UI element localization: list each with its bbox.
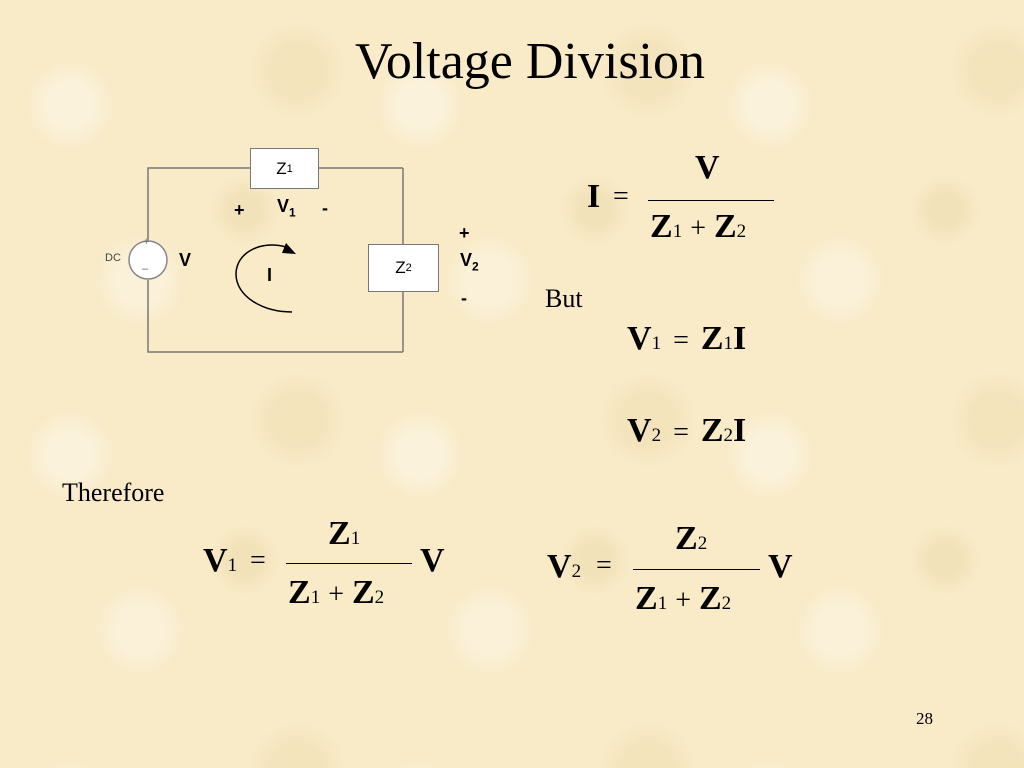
eq5-numerator: Z2 [675, 520, 708, 557]
eq5-lhs: V2 [547, 548, 582, 585]
eq1-lhs-i: I [587, 178, 601, 215]
eq1-denominator: Z1 + Z2 [650, 208, 747, 245]
eq4-fraction-bar [286, 563, 412, 564]
v1-plus: + [234, 200, 245, 220]
top-wire [147, 167, 250, 242]
eq4-numerator: Z1 [328, 515, 361, 552]
eq4-equals: = [250, 545, 266, 576]
eq5-equals: = [596, 550, 612, 581]
bottom-wire [147, 280, 403, 353]
dc-source-circle [128, 240, 168, 280]
z1-sub: 1 [286, 162, 293, 175]
current-arrow-head [282, 243, 296, 254]
eq5-denominator: Z1 + Z2 [635, 580, 732, 617]
dc-label: DC [105, 252, 121, 264]
source-voltage-label: V [179, 250, 192, 270]
z1-label: Z [276, 158, 287, 178]
v2-label: V2 [460, 250, 479, 274]
current-loop-arrow [235, 244, 293, 313]
eq4-rhs-v: V [420, 542, 445, 579]
v1-label: V1 [277, 196, 296, 220]
source-minus: – [142, 263, 149, 275]
eq1-equals: = [613, 181, 629, 212]
v1-minus: - [322, 198, 328, 218]
eq3: V2 = Z2I [627, 412, 747, 449]
but-text: But [545, 284, 583, 313]
therefore-text: Therefore [62, 478, 165, 507]
eq4-lhs: V1 [203, 542, 238, 579]
eq1-numerator-v: V [695, 149, 720, 186]
source-plus: + [143, 236, 150, 248]
slide-title: Voltage Division [354, 33, 706, 90]
eq4-denominator: Z1 + Z2 [288, 574, 385, 611]
eq1-fraction-bar [648, 200, 774, 201]
current-label: I [267, 265, 273, 285]
z2-label: Z [395, 258, 406, 277]
page-number: 28 [916, 709, 933, 728]
eq2: V1 = Z1I [627, 320, 747, 357]
v2-plus: + [459, 223, 470, 243]
z2-sub: 2 [405, 262, 412, 274]
eq5-rhs-v: V [768, 548, 793, 585]
eq5-fraction-bar [633, 569, 760, 570]
v2-minus: - [461, 288, 467, 308]
